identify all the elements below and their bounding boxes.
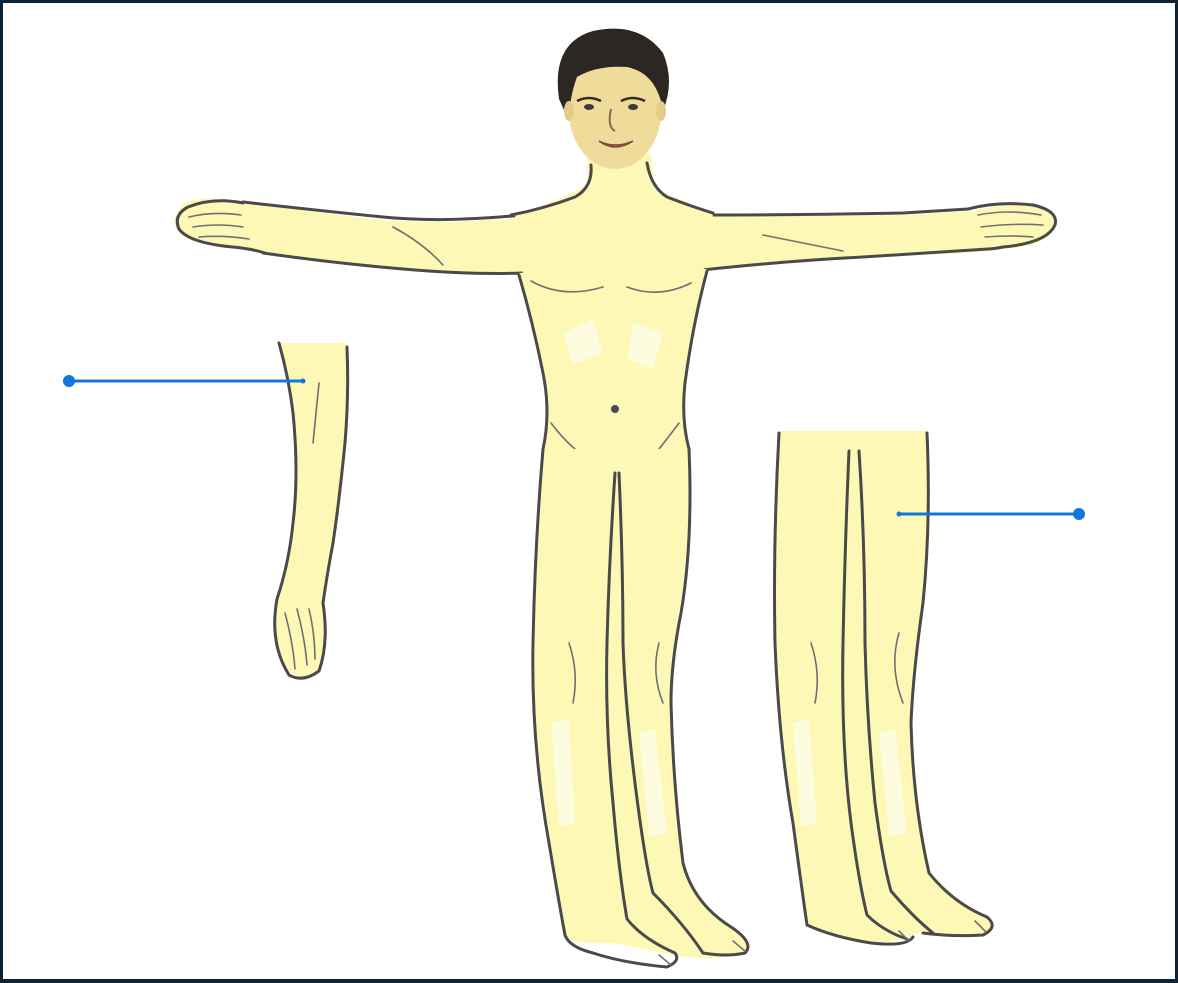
left-pointer-handle[interactable] <box>63 375 75 387</box>
left-pointer <box>63 375 306 387</box>
detached-legs <box>775 431 993 944</box>
head <box>558 29 669 169</box>
body-diagram <box>3 3 1175 979</box>
detached-arm <box>274 343 347 678</box>
right-pointer-handle[interactable] <box>1073 508 1085 520</box>
